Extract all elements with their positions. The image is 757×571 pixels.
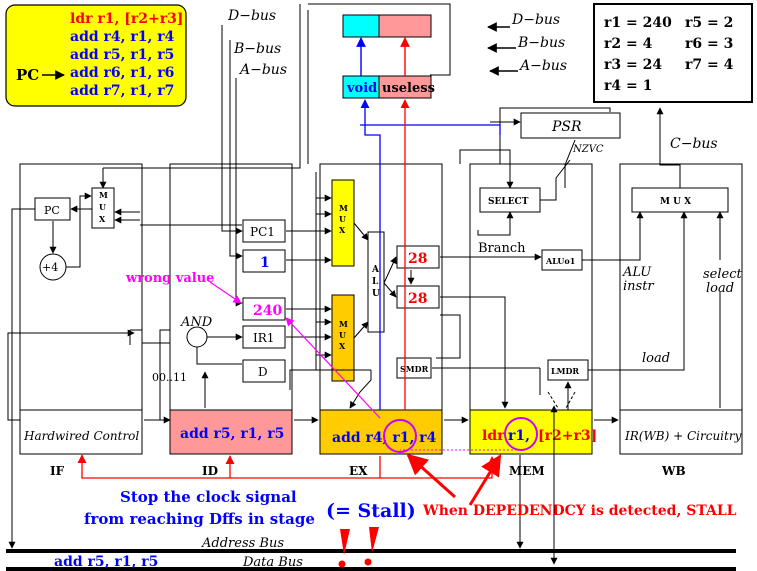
stage-if: Hardwired Control IF	[19, 163, 143, 478]
reg-r5: r5 = 2	[685, 15, 733, 31]
cbus-label: C−bus	[670, 136, 718, 152]
pc1-label: PC1	[250, 225, 275, 239]
ex-mux-top-x: X	[339, 225, 346, 235]
program-line-2: add r4, r1, r4	[70, 29, 175, 45]
alu-label-l: L	[372, 277, 379, 287]
and-gate	[186, 326, 208, 348]
stage-id: add r5, r1, r5 ID	[169, 163, 293, 478]
stage-wb-label: WB	[661, 464, 686, 478]
nzvc-label: NZVC	[572, 144, 604, 155]
register-panel: r1 = 240 r2 = 4 r3 = 24 r4 = 1 r5 = 2 r6…	[593, 3, 753, 103]
pc1-register	[242, 219, 286, 243]
program-line-5: add r7, r1, r7	[70, 83, 174, 99]
select-load-label-2: load	[706, 281, 734, 296]
ex-mux-top-m: M	[339, 203, 348, 213]
if-mux-label-x: X	[99, 214, 106, 224]
hardwired-control-label: Hardwired Control	[23, 429, 139, 443]
ex-r1-highlight-circle	[383, 419, 417, 453]
dbus-label: D−bus	[227, 8, 276, 24]
reg-a-latch	[242, 249, 286, 273]
reg-r3: r3 = 24	[604, 57, 662, 73]
dependency-detected-text: When DEPEDENDCY is detected, STALL	[422, 503, 737, 519]
ex-mux-bottom-u: U	[339, 330, 346, 340]
select-label: SELECT	[488, 197, 529, 207]
alu-out-value-1: 28	[408, 251, 427, 267]
id-instruction: add r5, r1, r5	[180, 426, 284, 442]
bbus-label: B−bus	[233, 41, 281, 57]
alu-instr-label-2: instr	[623, 279, 654, 294]
if-mux-label-u: U	[99, 202, 106, 212]
branch-label: Branch	[478, 241, 526, 256]
ex-mux-top-u: U	[339, 214, 346, 224]
ir1-register	[242, 325, 286, 349]
alu-out-latch-1	[396, 245, 440, 269]
ir1-label: IR1	[253, 331, 274, 345]
bbus-label-right: B−bus	[517, 35, 565, 51]
reg-r4: r4 = 1	[604, 78, 652, 94]
wrong-value-label: wrong value	[125, 271, 214, 286]
smdr-label: SMDR	[400, 364, 429, 374]
aluo1-label: ALUo1	[545, 256, 575, 266]
plus-four-label: +4	[42, 261, 58, 274]
stall-label: (= Stall)	[326, 500, 416, 522]
d-register	[242, 359, 286, 383]
stage-if-label: IF	[50, 464, 65, 478]
program-panel: PC ldr r1, [r2+r3] add r4, r1, r4 add r5…	[5, 4, 187, 107]
load-label: load	[642, 351, 670, 366]
wb-mux	[631, 187, 729, 213]
reg-b-value: 240	[253, 303, 282, 319]
reg-a-value: 1	[260, 255, 270, 271]
program-line-1: ldr r1, [r2+r3]	[70, 11, 183, 27]
alu-label-u: U	[372, 289, 380, 299]
pc-register-label: PC	[44, 204, 60, 217]
select-load-label-1: select	[703, 267, 742, 282]
stage-mem-label: MEM	[509, 464, 545, 478]
reg-r2: r2 = 4	[604, 36, 653, 52]
and-label: AND	[180, 315, 213, 330]
alu-out-value-2: 28	[408, 291, 427, 307]
mem-instruction-op: ldr	[482, 428, 505, 444]
psr-label: PSR	[551, 119, 582, 135]
lmdr-label: LMDR	[551, 366, 579, 376]
ex-mux-bottom-m: M	[339, 319, 348, 329]
abus-label: A−bus	[238, 62, 287, 78]
d-label: D	[258, 365, 268, 379]
abus-label-right: A−bus	[518, 58, 567, 74]
bus-labels-right: D−bus B−bus A−bus	[487, 12, 567, 76]
wb-mux-label: M U X	[660, 197, 691, 207]
address-bus-label: Address Bus	[201, 536, 284, 551]
mem-instruction-dst: r1,	[508, 428, 530, 444]
alu-instr-label-1: ALU	[622, 265, 652, 280]
program-line-4: add r6, r1, r6	[70, 65, 174, 81]
stage-id-label: ID	[202, 464, 218, 478]
reg-r7: r7 = 4	[685, 57, 734, 73]
dbus-label-right: D−bus	[511, 12, 560, 28]
output-latches: void useless	[342, 14, 435, 99]
useless-label: useless	[382, 81, 435, 96]
void-label: void	[346, 81, 377, 96]
reg-b-latch	[242, 297, 286, 321]
data-bus-label: Data Bus	[242, 555, 303, 570]
stage-ex-label: EX	[349, 464, 368, 478]
reg-r6: r6 = 3	[685, 36, 733, 52]
mem-instruction-src: [r2+r3]	[538, 428, 597, 444]
psr-box	[520, 112, 621, 139]
bits-label: 00..11	[152, 371, 187, 384]
ex-mux-bottom-x: X	[339, 341, 346, 351]
alu-label-a: A	[371, 265, 380, 275]
if-mux-label-m: M	[99, 190, 108, 200]
pc-label: PC	[16, 66, 39, 84]
stage-wb: IR(WB) + Circuitry WB	[619, 163, 743, 478]
reg-r1: r1 = 240	[604, 15, 672, 31]
program-line-3: add r5, r1, r5	[70, 47, 174, 63]
alu-out-latch-2	[396, 285, 440, 309]
fetched-instruction: add r5, r1, r5	[54, 554, 158, 570]
wb-circuitry-label: IR(WB) + Circuitry	[624, 429, 742, 443]
stall-exclamation-marks	[338, 527, 379, 568]
stop-clock-text-2: from reaching Dffs in stage	[84, 510, 315, 528]
stop-clock-text-1: Stop the clock signal	[120, 488, 297, 506]
